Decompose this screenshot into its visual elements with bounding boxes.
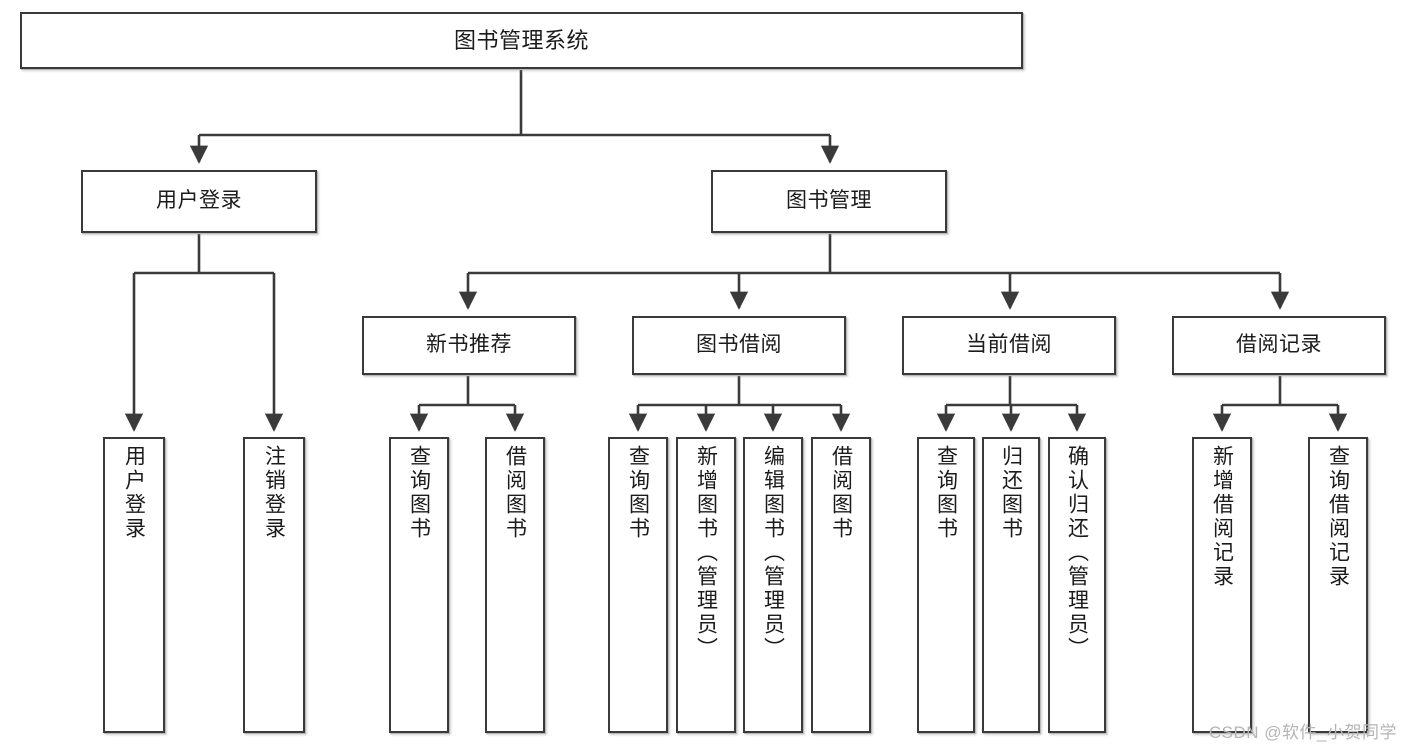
node-leaf-user-login-label: 用户登录 <box>122 445 146 541</box>
node-user-login[interactable]: 用户登录 <box>81 170 317 233</box>
node-leaf-query-book-2-label: 查询图书 <box>626 445 650 541</box>
node-root[interactable]: 图书管理系统 <box>20 12 1023 69</box>
node-current-borrow[interactable]: 当前借阅 <box>902 316 1116 375</box>
node-leaf-add-record[interactable]: 新增借阅记录 <box>1192 437 1252 733</box>
node-book-borrow-label: 图书借阅 <box>696 333 782 357</box>
node-leaf-query-book-1[interactable]: 查询图书 <box>389 437 449 733</box>
node-leaf-confirm-return-label: 确认归还（管理员） <box>1065 445 1089 661</box>
node-leaf-query-book-1-label: 查询图书 <box>407 445 431 541</box>
node-leaf-query-book-2[interactable]: 查询图书 <box>608 437 668 733</box>
csdn-watermark: CSDN @软件_小贺同学 <box>1208 723 1397 742</box>
node-new-book-recommend-label: 新书推荐 <box>426 333 512 357</box>
node-leaf-confirm-return[interactable]: 确认归还（管理员） <box>1048 437 1106 733</box>
node-leaf-query-book-3[interactable]: 查询图书 <box>917 437 975 733</box>
node-leaf-user-logout-label: 注销登录 <box>262 445 286 541</box>
node-leaf-borrow-book-2-label: 借阅图书 <box>829 445 853 541</box>
node-leaf-edit-book[interactable]: 编辑图书（管理员） <box>743 437 803 733</box>
node-leaf-add-record-label: 新增借阅记录 <box>1210 445 1234 589</box>
node-leaf-return-book[interactable]: 归还图书 <box>982 437 1040 733</box>
node-root-label: 图书管理系统 <box>453 27 589 53</box>
node-leaf-return-book-label: 归还图书 <box>999 445 1023 541</box>
node-borrow-record-label: 借阅记录 <box>1236 333 1322 357</box>
node-leaf-query-record-label: 查询借阅记录 <box>1326 445 1350 589</box>
node-leaf-add-book-label: 新增图书（管理员） <box>694 445 718 661</box>
node-book-management-label: 图书管理 <box>786 189 872 213</box>
node-book-borrow[interactable]: 图书借阅 <box>632 316 846 375</box>
node-leaf-add-book[interactable]: 新增图书（管理员） <box>676 437 736 733</box>
node-leaf-query-record[interactable]: 查询借阅记录 <box>1308 437 1368 733</box>
node-borrow-record[interactable]: 借阅记录 <box>1172 316 1386 375</box>
node-new-book-recommend[interactable]: 新书推荐 <box>362 316 576 375</box>
node-leaf-borrow-book-1[interactable]: 借阅图书 <box>485 437 545 733</box>
node-leaf-user-logout[interactable]: 注销登录 <box>243 437 305 733</box>
node-leaf-query-book-3-label: 查询图书 <box>934 445 958 541</box>
node-leaf-borrow-book-2[interactable]: 借阅图书 <box>811 437 871 733</box>
node-leaf-user-login[interactable]: 用户登录 <box>103 437 165 733</box>
node-leaf-edit-book-label: 编辑图书（管理员） <box>761 445 785 661</box>
node-leaf-borrow-book-1-label: 借阅图书 <box>503 445 527 541</box>
node-current-borrow-label: 当前借阅 <box>966 333 1052 357</box>
node-user-login-label: 用户登录 <box>156 189 242 213</box>
node-book-management[interactable]: 图书管理 <box>711 170 947 233</box>
